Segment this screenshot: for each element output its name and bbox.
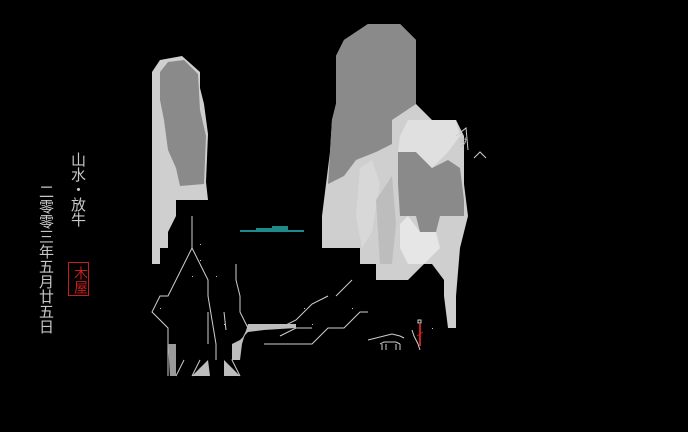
artwork-date: 二零零三年五月廿五日 (37, 184, 55, 334)
artist-seal: 木屋 (68, 262, 89, 296)
artwork-title: 山水・放牛 (69, 152, 87, 227)
foreground-highlights (160, 232, 296, 376)
herder-figure (416, 319, 424, 346)
river-water (240, 226, 304, 232)
right-cliff: ヺ (322, 24, 487, 328)
svg-text:ヺ: ヺ (458, 136, 468, 149)
ox-figure (367, 329, 421, 351)
left-cliff (152, 56, 208, 264)
rock-texture-dots (160, 244, 433, 329)
